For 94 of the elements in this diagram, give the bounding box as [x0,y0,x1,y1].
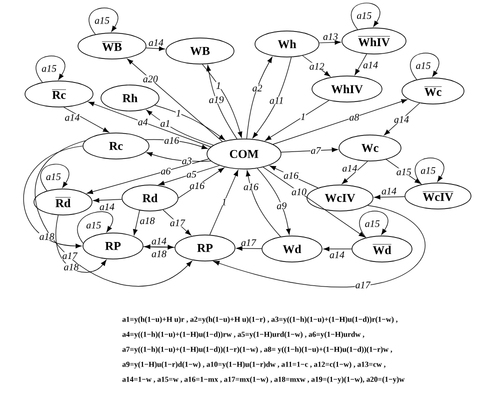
edge-label: a5 [186,170,197,178]
edge-label: a17 [62,252,78,260]
arrow [280,148,338,153]
arrow [162,210,192,236]
edge-label: a14 [394,116,410,124]
arrow [56,214,106,272]
arrow [133,210,140,236]
edge-label: a17 [240,238,256,246]
edge-label: a8 [348,114,360,121]
arrow [386,159,421,184]
arrow [86,158,209,194]
edge-label: 1 [300,113,306,120]
edge-label: a15 [420,166,436,174]
edge-label: a15 [46,173,62,180]
edge-label: a14 [381,187,397,195]
arrow [410,52,439,80]
arrow [257,168,291,235]
arrow [36,56,65,83]
arrow [272,99,408,145]
arrow [318,40,341,45]
arrow [414,158,444,185]
arrow [374,194,405,200]
edge-label: a12 [309,62,325,70]
arrow [158,165,220,186]
edge-label: a14 [151,237,167,245]
edge-label: a15 [356,12,372,20]
edge-label: a14 [148,39,164,46]
edge-label: a7 [310,146,322,154]
arrow [40,164,70,192]
arrow [302,55,330,77]
edge-label: 1 [176,110,182,117]
edge-label: 1 [221,198,227,206]
edge-label: a13 [322,32,338,40]
edge-label: a20 [142,75,158,83]
edge-label: a19 [208,96,224,104]
arrow [246,56,272,139]
arrow [342,161,368,184]
edge-label: a15 [364,220,380,228]
edge-label: a10 [291,188,307,196]
arrow [246,170,281,237]
edge-label: a11 [269,96,284,104]
arrow [270,166,318,188]
edge-label: a16 [283,172,299,180]
arrow [265,100,330,141]
edge-label: a6 [160,167,171,175]
edge-label: a15 [415,62,432,70]
arrow [93,198,122,203]
edge-label: a9 [276,202,287,210]
edge-label: a17 [354,281,371,289]
arrow [359,210,388,238]
edge-label: a14 [64,114,80,122]
arrow [384,102,420,136]
arrow [236,246,262,251]
edge-label: a16 [189,182,205,190]
edge-label: a18 [151,250,167,258]
arrow [146,110,214,146]
edge-label: a3 [182,157,192,165]
arrow [178,168,224,198]
edge-label: a1 [160,120,171,128]
edge-label: a2 [252,84,263,92]
edge-label: a18 [139,217,156,224]
arrow [323,246,352,252]
edge-label: a18 [39,232,55,240]
edge-label: a14 [99,203,115,210]
arrow [210,170,238,236]
arrow [154,104,225,140]
edge-label: a15 [396,168,412,176]
arrow [146,152,212,162]
arrow [146,46,166,51]
arrow [127,58,223,142]
arrow [88,102,212,148]
edge-label: 1 [216,82,222,90]
edge-label: a14 [342,164,358,172]
arrow [145,139,208,150]
edge-label: a16 [164,136,180,144]
arrow [88,8,118,35]
arrow [350,2,380,30]
arrow [262,166,365,238]
arrow [77,211,113,244]
edge-label: a14 [362,61,378,69]
arrow [354,54,367,76]
arrow [252,56,292,138]
edge-label: a16 [243,183,259,190]
edge-label: a15 [41,64,57,72]
arrow [35,140,192,286]
arrow [64,106,110,133]
edge-label: a14 [329,251,345,258]
edge-label: a4 [138,118,148,126]
edge-label: a15 [86,222,102,229]
edge-label: a17 [170,219,186,227]
edge-label: a18 [63,263,80,271]
arrow [23,146,83,248]
arrow [213,205,426,288]
edge-label: a15 [94,16,110,24]
